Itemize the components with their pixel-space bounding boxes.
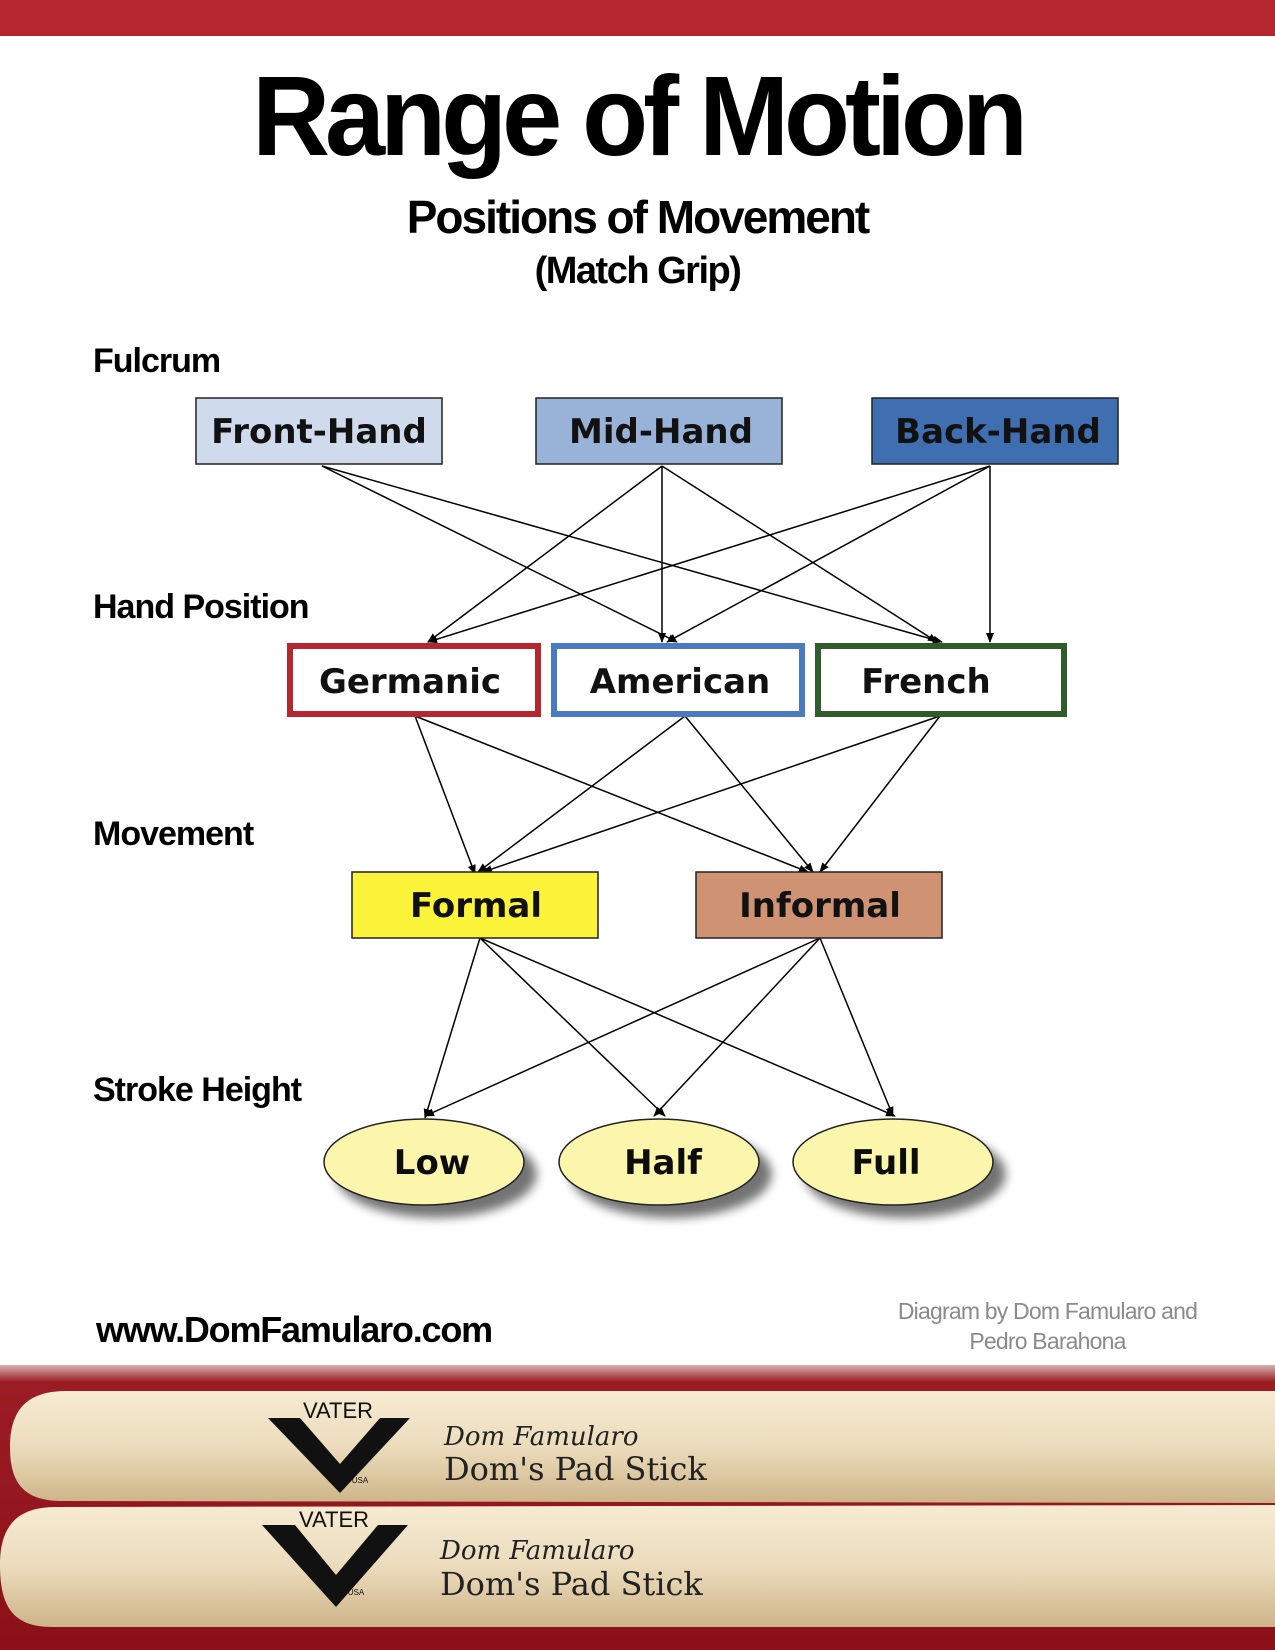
arrow-mid-hand-to-french	[661, 465, 938, 643]
vater-logo-icon: VATER USA	[262, 1507, 408, 1607]
drumsticks-photo: VATER USA Dom Famularo Dom's Pad Stick V…	[0, 1365, 1275, 1650]
brand-name: VATER	[299, 1507, 369, 1532]
node-informal-label: Informal	[739, 886, 901, 926]
node-back-hand-label: Back-Hand	[895, 412, 1101, 452]
arrow-french-to-formal	[482, 715, 941, 873]
arrow-formal-to-half	[479, 937, 666, 1117]
node-low-label: Low	[394, 1143, 470, 1183]
page-subtitle-grip: (Match Grip)	[534, 250, 742, 292]
arrow-germanic-to-formal	[414, 715, 476, 875]
product-name: Dom's Pad Stick	[440, 1565, 703, 1603]
diagram-credit: Diagram by Dom Famularo and Pedro Baraho…	[870, 1296, 1225, 1356]
signature: Dom Famularo	[439, 1536, 635, 1566]
arrow-formal-to-low	[423, 937, 481, 1119]
drumstick-bottom: VATER USA Dom Famularo Dom's Pad Stick	[0, 1505, 1275, 1627]
arrow-germanic-to-informal	[414, 715, 809, 873]
node-american: American	[551, 643, 805, 717]
drumstick-top: VATER USA Dom Famularo Dom's Pad Stick	[10, 1391, 1275, 1503]
arrow-american-to-formal	[477, 715, 686, 873]
website-link[interactable]: www.DomFamularo.com	[96, 1309, 493, 1350]
brand-sub: USA	[352, 1476, 369, 1485]
node-front-hand-label: Front-Hand	[211, 412, 427, 452]
node-low: Low	[323, 1118, 525, 1206]
signature: Dom Famularo	[443, 1422, 639, 1452]
arrow-front-hand-to-french	[321, 465, 943, 644]
credit-line-1: Diagram by Dom Famularo and	[897, 1298, 1198, 1324]
arrow-back-hand-to-germanic	[427, 465, 991, 644]
node-french-label: French	[861, 662, 990, 702]
row-label-stroke-height: Stroke Height	[93, 1071, 302, 1109]
arrow-formal-to-full	[479, 937, 896, 1117]
node-full-label: Full	[851, 1143, 920, 1183]
range-of-motion-diagram: Front-Hand Mid-Hand Back-Hand Germanic A…	[195, 397, 1119, 1206]
row-label-hand-position: Hand Position	[93, 588, 310, 626]
arrow-french-to-informal	[819, 715, 941, 873]
arrow-front-hand-to-american	[321, 465, 678, 643]
arrow-american-to-informal	[684, 715, 814, 873]
node-germanic-label: Germanic	[319, 662, 501, 702]
node-front-hand: Front-Hand	[195, 397, 443, 465]
node-half: Half	[558, 1118, 760, 1206]
node-germanic: Germanic	[287, 643, 541, 717]
node-french: French	[815, 643, 1067, 717]
node-mid-hand: Mid-Hand	[535, 397, 783, 465]
row-label-movement: Movement	[93, 815, 254, 853]
node-mid-hand-label: Mid-Hand	[569, 412, 753, 452]
top-color-bar	[0, 0, 1275, 36]
node-formal-label: Formal	[410, 886, 542, 926]
node-formal: Formal	[351, 871, 599, 939]
node-full: Full	[792, 1118, 994, 1206]
arrow-informal-to-half	[653, 937, 821, 1117]
brand-name: VATER	[303, 1398, 373, 1423]
arrow-mid-hand-to-germanic	[427, 465, 663, 643]
product-name: Dom's Pad Stick	[444, 1450, 707, 1488]
node-informal: Informal	[695, 871, 943, 939]
arrow-back-hand-to-american	[666, 465, 991, 643]
vater-logo-icon: VATER USA	[268, 1398, 410, 1493]
row-label-fulcrum: Fulcrum	[93, 342, 221, 380]
node-half-label: Half	[624, 1143, 703, 1183]
credit-line-2: Pedro Barahona	[969, 1328, 1126, 1354]
node-american-label: American	[590, 662, 771, 702]
brand-sub: USA	[348, 1588, 365, 1597]
node-back-hand: Back-Hand	[871, 397, 1119, 465]
arrow-informal-to-full	[819, 937, 894, 1117]
page-subtitle: Positions of Movement	[406, 191, 870, 243]
arrow-informal-to-low	[424, 937, 821, 1117]
page-title: Range of Motion	[252, 51, 1028, 179]
